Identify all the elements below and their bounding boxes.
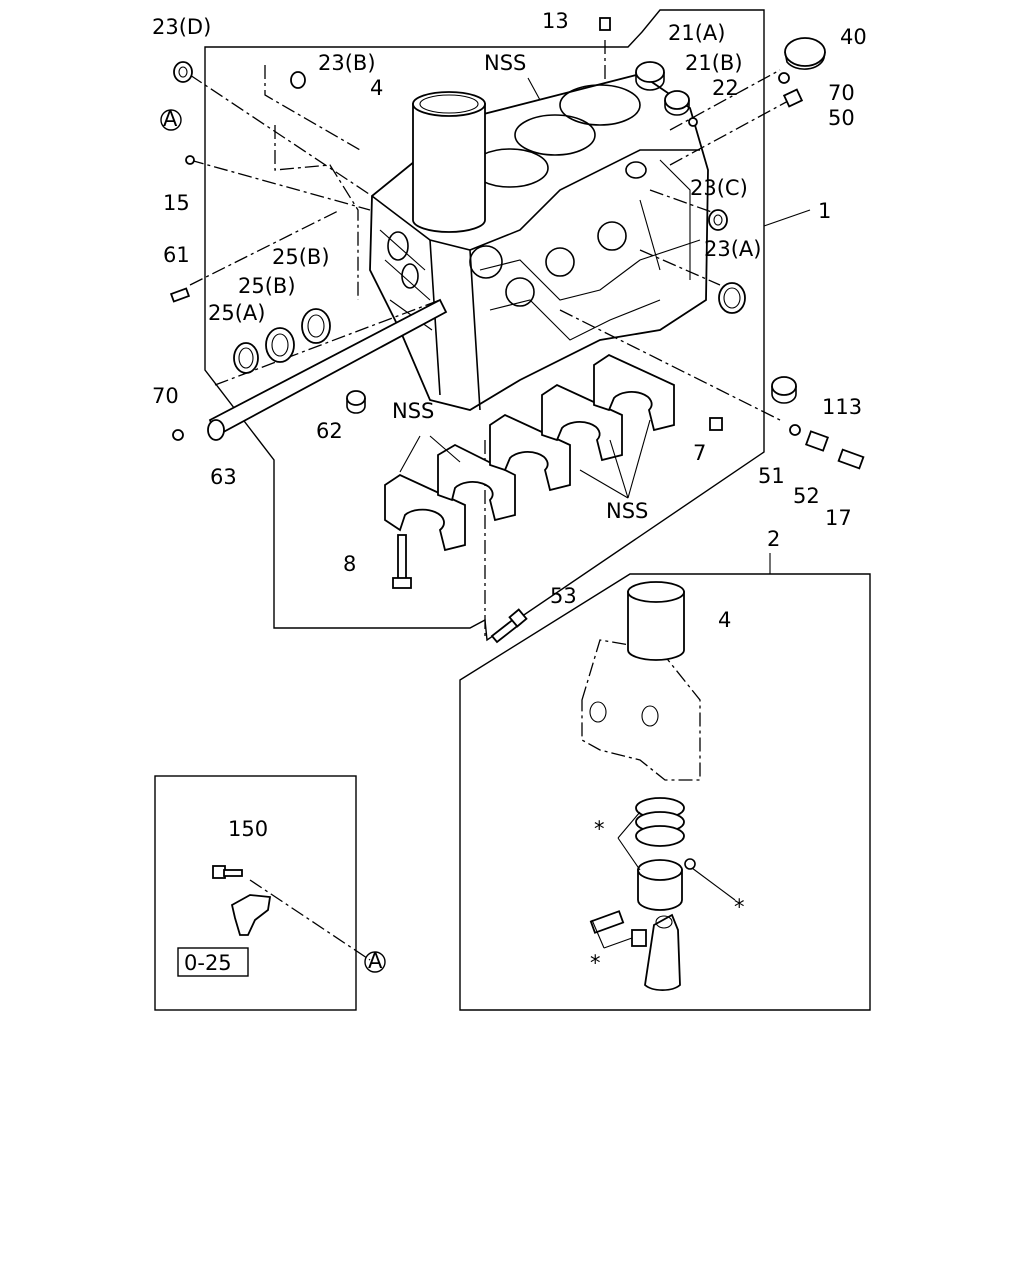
nss-mid-leaders: [399, 435, 461, 473]
callout-23c: 23(C): [690, 176, 748, 200]
adapter-52: [804, 430, 830, 452]
callout-4-bottom: 4: [718, 608, 731, 632]
nss-top-leader: [527, 77, 541, 101]
circle-a-bottom-marker: [364, 951, 386, 973]
bolt-53: [490, 608, 528, 644]
piston-rings: [635, 797, 685, 847]
callout-23b: 23(B): [318, 51, 376, 75]
oil-tube-63: [207, 298, 448, 441]
camshaft-bushing-25b-upper: [301, 308, 331, 344]
callout-70-top: 70: [828, 81, 855, 105]
callout-25b-upper: 25(B): [272, 245, 330, 269]
assembly-2-frame: [459, 573, 871, 1011]
block-outline-ghost: [581, 639, 701, 781]
circle-a-top-label: A: [163, 107, 178, 131]
plug-62: [346, 390, 366, 414]
callout-13: 13: [542, 9, 569, 33]
cap-40: [784, 37, 826, 70]
callout-63: 63: [210, 465, 237, 489]
star1-leaders: [617, 811, 641, 871]
callout-25a: 25(A): [208, 301, 265, 325]
bolt-8: [392, 534, 412, 589]
plug-13: [599, 17, 611, 31]
reference-box: [177, 947, 249, 977]
callout-25b-lower: 25(B): [238, 274, 296, 298]
cylinder-liner-bottom: [627, 581, 685, 661]
circle-a-bottom-label: A: [368, 949, 383, 973]
callout-52: 52: [793, 484, 820, 508]
plug-70-left: [172, 429, 184, 441]
plug-113: [771, 376, 797, 404]
pin-50: [782, 88, 804, 108]
camshaft-bushing-25b-lower: [265, 327, 295, 363]
callout-23d: 23(D): [152, 15, 211, 39]
callout-21b: 21(B): [685, 51, 743, 75]
callout-star-3: *: [590, 951, 601, 975]
bushing: [631, 929, 647, 947]
bracket: [230, 894, 272, 936]
snap-ring: [684, 858, 696, 870]
bolt-150: [212, 865, 243, 879]
callout-21a: 21(A): [668, 21, 725, 45]
callout-8: 8: [343, 552, 356, 576]
callout-star-1: *: [594, 817, 605, 841]
oil-seal-23d: [173, 61, 193, 83]
piston: [637, 859, 683, 911]
callout-1: 1: [818, 199, 831, 223]
cylinder-liner-top: [412, 91, 486, 233]
pin-61: [169, 287, 191, 303]
washer-51: [789, 424, 801, 436]
assembly-1-frame: [204, 9, 765, 642]
plug-70-top: [778, 72, 790, 84]
callout-53: 53: [550, 584, 577, 608]
callout-4-top: 4: [370, 76, 383, 100]
callout-40: 40: [840, 25, 867, 49]
nss-bottom-leaders: [579, 419, 651, 499]
callout-113: 113: [822, 395, 862, 419]
star3-leaders: [591, 919, 633, 949]
callout-70-left: 70: [152, 384, 179, 408]
callout-61: 61: [163, 243, 190, 267]
plug-22: [688, 117, 698, 127]
oil-seal-23c: [708, 209, 728, 231]
circle-a-top-marker: [160, 109, 182, 131]
inset-box: [154, 775, 357, 1011]
callout-23a: 23(A): [704, 237, 761, 261]
connecting-rod: [644, 913, 681, 992]
expansion-plug-21b: [664, 90, 690, 116]
callout-22: 22: [712, 76, 739, 100]
callout-62: 62: [316, 419, 343, 443]
c1-leader: [763, 209, 811, 227]
callout-star-2: *: [734, 895, 745, 919]
piston-pin: [589, 910, 625, 934]
sensor-17: [837, 448, 865, 470]
plug-23b: [290, 71, 306, 89]
bearing-caps-nss: [384, 353, 675, 552]
camshaft-bushing-25a: [233, 342, 259, 374]
callout-51: 51: [758, 464, 785, 488]
star2-leader: [691, 867, 736, 901]
callout-nss-top: NSS: [484, 51, 526, 75]
oil-seal-23a: [718, 282, 746, 314]
callout-50: 50: [828, 106, 855, 130]
callout-15: 15: [163, 191, 190, 215]
leader-lines: [189, 40, 791, 961]
callout-17: 17: [825, 506, 852, 530]
reference-box-label: 0-25: [184, 951, 232, 975]
callout-nss-bottom: NSS: [606, 499, 648, 523]
plug-15: [185, 155, 195, 165]
callout-7: 7: [693, 441, 706, 465]
callout-2: 2: [767, 527, 780, 551]
bolt-7: [709, 417, 723, 431]
callout-150: 150: [228, 817, 268, 841]
callout-nss-mid: NSS: [392, 399, 434, 423]
expansion-plug-21a: [635, 61, 665, 91]
